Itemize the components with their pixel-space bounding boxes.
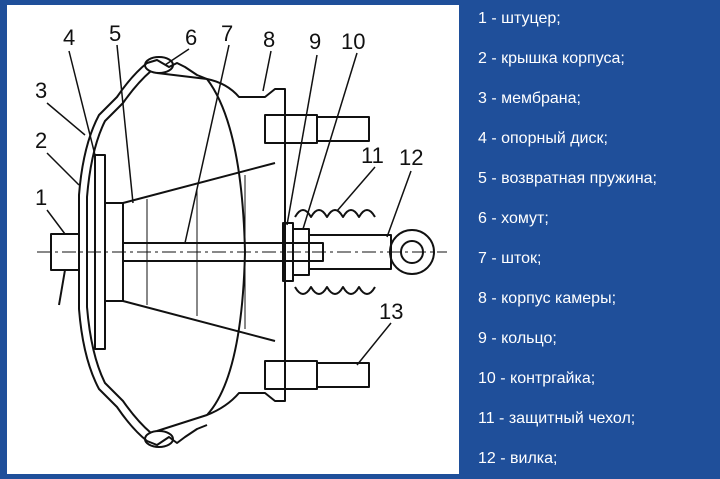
callout-9: 9 xyxy=(309,29,321,54)
callout-10: 10 xyxy=(341,29,365,54)
rod xyxy=(122,242,324,262)
stud-top-head xyxy=(264,114,318,144)
legend-item-5: 5 - возвратная пружина; xyxy=(478,170,657,187)
leader-6 xyxy=(164,48,190,66)
legend-item-1: 1 - штуцер; xyxy=(478,10,561,27)
legend-item-12: 12 - вилка; xyxy=(478,450,558,467)
callout-1: 1 xyxy=(35,185,47,210)
legend-item-9: 9 - кольцо; xyxy=(478,330,557,347)
legend-item-11: 11 - защитный чехол; xyxy=(478,410,636,427)
leader-7 xyxy=(184,44,230,244)
legend-item-2: 2 - крышка корпуса; xyxy=(478,50,625,67)
callout-13: 13 xyxy=(379,299,403,324)
leader-2 xyxy=(46,152,80,186)
callout-8: 8 xyxy=(263,27,275,52)
legend-item-4: 4 - опорный диск; xyxy=(478,130,608,147)
fitting-pin xyxy=(58,269,66,306)
membrane-bottom xyxy=(86,252,152,434)
leader-3 xyxy=(46,102,86,136)
leader-1 xyxy=(46,209,66,235)
callout-3: 3 xyxy=(35,78,47,103)
leader-12 xyxy=(386,170,412,238)
legend-item-10: 10 - контргайка; xyxy=(478,370,596,387)
legend-item-7: 7 - шток; xyxy=(478,250,542,267)
leader-11 xyxy=(336,166,376,212)
legend-item-3: 3 - мембрана; xyxy=(478,90,581,107)
callout-6: 6 xyxy=(185,25,197,50)
fork-hole xyxy=(400,240,424,264)
leader-5 xyxy=(116,44,134,204)
callout-11: 11 xyxy=(361,143,384,168)
fork-eye xyxy=(389,229,435,275)
legend-panel: 1 - штуцер; 2 - крышка корпуса; 3 - мемб… xyxy=(466,0,720,479)
callout-2: 2 xyxy=(35,128,47,153)
callout-4: 4 xyxy=(63,25,75,50)
spring-line-bottom xyxy=(122,300,276,342)
leader-9 xyxy=(286,54,318,226)
chamber-body-curve xyxy=(206,78,246,416)
clamp-top xyxy=(144,56,174,74)
membrane-top xyxy=(86,70,152,252)
leader-8 xyxy=(262,50,272,92)
callout-5: 5 xyxy=(109,21,121,46)
stud-top-thread xyxy=(316,116,370,142)
bellows-top xyxy=(294,209,376,218)
bellows-bottom xyxy=(294,286,376,295)
leader-10 xyxy=(302,52,358,230)
legend-item-8: 8 - корпус камеры; xyxy=(478,290,617,307)
diagram-panel: 1 2 3 4 5 6 7 8 9 10 11 12 13 xyxy=(7,5,459,474)
leader-13 xyxy=(356,322,392,366)
housing-cover-bottom xyxy=(78,252,208,446)
stud-bottom-thread xyxy=(316,362,370,388)
stud-bottom-head xyxy=(264,360,318,390)
housing-cover-top xyxy=(78,59,208,252)
brake-chamber-drawing: 1 2 3 4 5 6 7 8 9 10 11 12 13 xyxy=(35,21,447,448)
callout-7: 7 xyxy=(221,21,233,46)
legend-item-6: 6 - хомут; xyxy=(478,210,549,227)
callout-12: 12 xyxy=(399,145,423,170)
leader-4 xyxy=(68,50,96,156)
